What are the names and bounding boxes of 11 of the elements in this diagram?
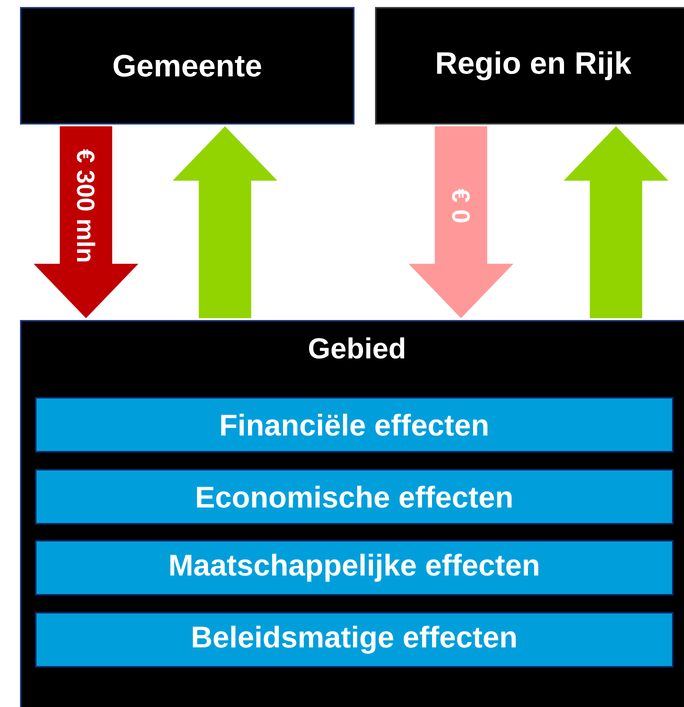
effect-bar: Beleidsmatige effecten (35, 612, 674, 668)
effect-bar: Economische effecten (35, 469, 674, 524)
process-box: Gemeente (20, 7, 354, 124)
block-arrow (564, 126, 668, 318)
effect-bar: Maatschappelijke effecten (35, 540, 674, 596)
effect-bar: Financiële effecten (35, 397, 674, 452)
block-arrow (172, 126, 278, 318)
edge-label: € 0 (451, 188, 471, 224)
edge-label: € 300 mln (76, 148, 96, 264)
block-arrow (408, 126, 514, 318)
process-box: Regio en Rijk (375, 7, 684, 124)
